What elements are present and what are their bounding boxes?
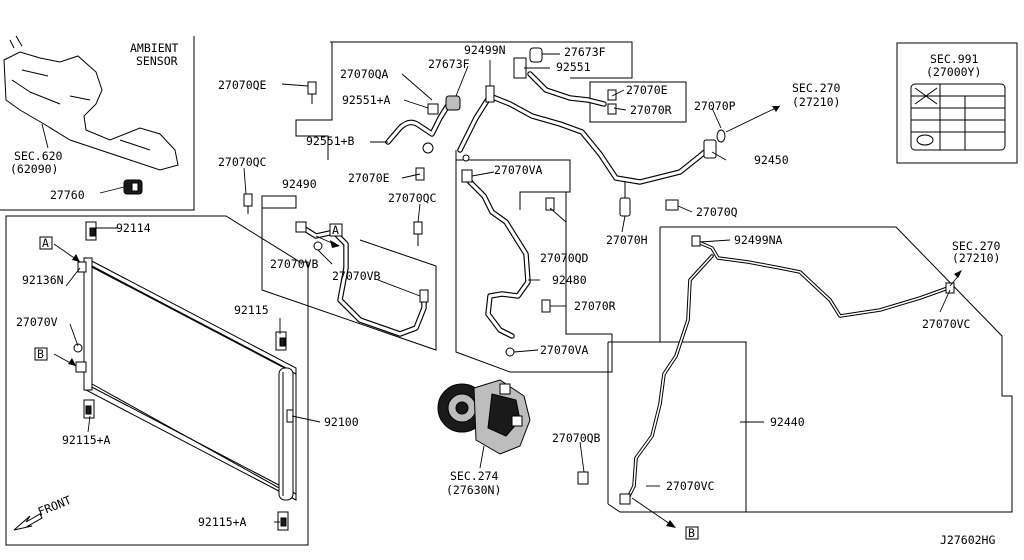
label-92490: 92490 [282, 177, 317, 191]
label-sec274: SEC.274 [450, 469, 499, 483]
label-92551B: 92551+B [306, 134, 355, 148]
label-27673F-b: 27673F [564, 45, 606, 59]
label-27070VB-a: 27070VB [270, 257, 319, 271]
label-92115A-b: 92115+A [198, 515, 247, 529]
tube-92499NA-92440 [619, 235, 955, 505]
ref-letter-b-left: B [37, 347, 44, 361]
label-27070V: 27070V [16, 315, 58, 329]
label-27070QD: 27070QD [540, 251, 589, 265]
compressor-27630N [437, 379, 531, 455]
label-92115: 92115 [234, 303, 269, 317]
label-27070QE: 27070QE [218, 78, 267, 92]
pipe-92450 [457, 71, 726, 217]
ref-box-b-left [34, 347, 48, 361]
ref-box-b-bottom [685, 526, 699, 540]
ref-letter-b-bottom: B [688, 526, 695, 540]
condenser-92100 [73, 221, 297, 531]
part-labels: AMBIENT SENSOR SEC.620 (62090) 27760 270… [10, 41, 1001, 547]
label-92480: 92480 [552, 273, 587, 287]
label-27070E-b: 27070E [348, 171, 390, 185]
condenser-frame [5, 215, 309, 546]
pipe-92480 [461, 169, 531, 357]
leader-lines [41, 53, 951, 523]
sec991-label-box [896, 42, 1018, 164]
label-sec270-b: SEC.270 [952, 239, 1001, 253]
label-sec274-code: (27630N) [446, 483, 501, 497]
label-27070VC-a: 27070VC [922, 317, 971, 331]
label-27070QC-a: 27070QC [218, 155, 267, 169]
label-92440: 92440 [770, 415, 805, 429]
label-27070QB: 27070QB [552, 431, 601, 445]
label-27760: 27760 [50, 188, 85, 202]
label-sec991-code: (27000Y) [926, 65, 981, 79]
ambient-sensor-part [123, 179, 143, 195]
label-92115A-a: 92115+A [62, 433, 111, 447]
label-92499NA: 92499NA [734, 233, 783, 247]
label-27070H: 27070H [606, 233, 648, 247]
diagram-code: J27602HG [940, 533, 995, 547]
label-27070VB-b: 27070VB [332, 269, 381, 283]
label-sec991: SEC.991 [930, 52, 979, 66]
label-92450: 92450 [754, 153, 789, 167]
ref-box-a-left [39, 236, 53, 250]
ref-box-a-mid [329, 223, 343, 237]
label-sec270-a: SEC.270 [792, 81, 841, 95]
label-92551A: 92551+A [342, 93, 391, 107]
label-92551: 92551 [556, 60, 591, 74]
label-27070R-b: 27070R [574, 299, 616, 313]
label-27070VC-b: 27070VC [666, 479, 715, 493]
label-27673F-a: 27673F [428, 57, 470, 71]
label-92114: 92114 [116, 221, 151, 235]
label-27070P: 27070P [694, 99, 736, 113]
ref-letter-a-left: A [42, 236, 49, 250]
label-27070R-a: 27070R [630, 103, 672, 117]
label-92136N: 92136N [22, 273, 64, 287]
label-27070Q: 27070Q [696, 205, 738, 219]
label-92100: 92100 [324, 415, 359, 429]
label-sec270-a-code: (27210) [792, 95, 840, 109]
ref-letter-a-mid: A [332, 223, 339, 237]
label-sec270-b-code: (27210) [952, 251, 1000, 265]
label-ambient: AMBIENT [130, 41, 179, 55]
label-27070VA-b: 27070VA [540, 343, 589, 357]
label-front: FRONT [36, 493, 73, 519]
pipe-92490 [295, 221, 429, 337]
ambient-sensor-inset [0, 35, 195, 211]
label-sec620: SEC.620 [14, 149, 63, 163]
label-27070VA-a: 27070VA [494, 163, 543, 177]
front-arrow [13, 513, 43, 531]
label-sensor: SENSOR [136, 54, 178, 68]
label-27070QC-b: 27070QC [388, 191, 437, 205]
label-sec620-code: (62090) [10, 162, 58, 176]
hose-92551 [385, 95, 461, 154]
label-27070QA: 27070QA [340, 67, 389, 81]
label-27070E-a: 27070E [626, 83, 668, 97]
label-92499N: 92499N [464, 43, 506, 57]
